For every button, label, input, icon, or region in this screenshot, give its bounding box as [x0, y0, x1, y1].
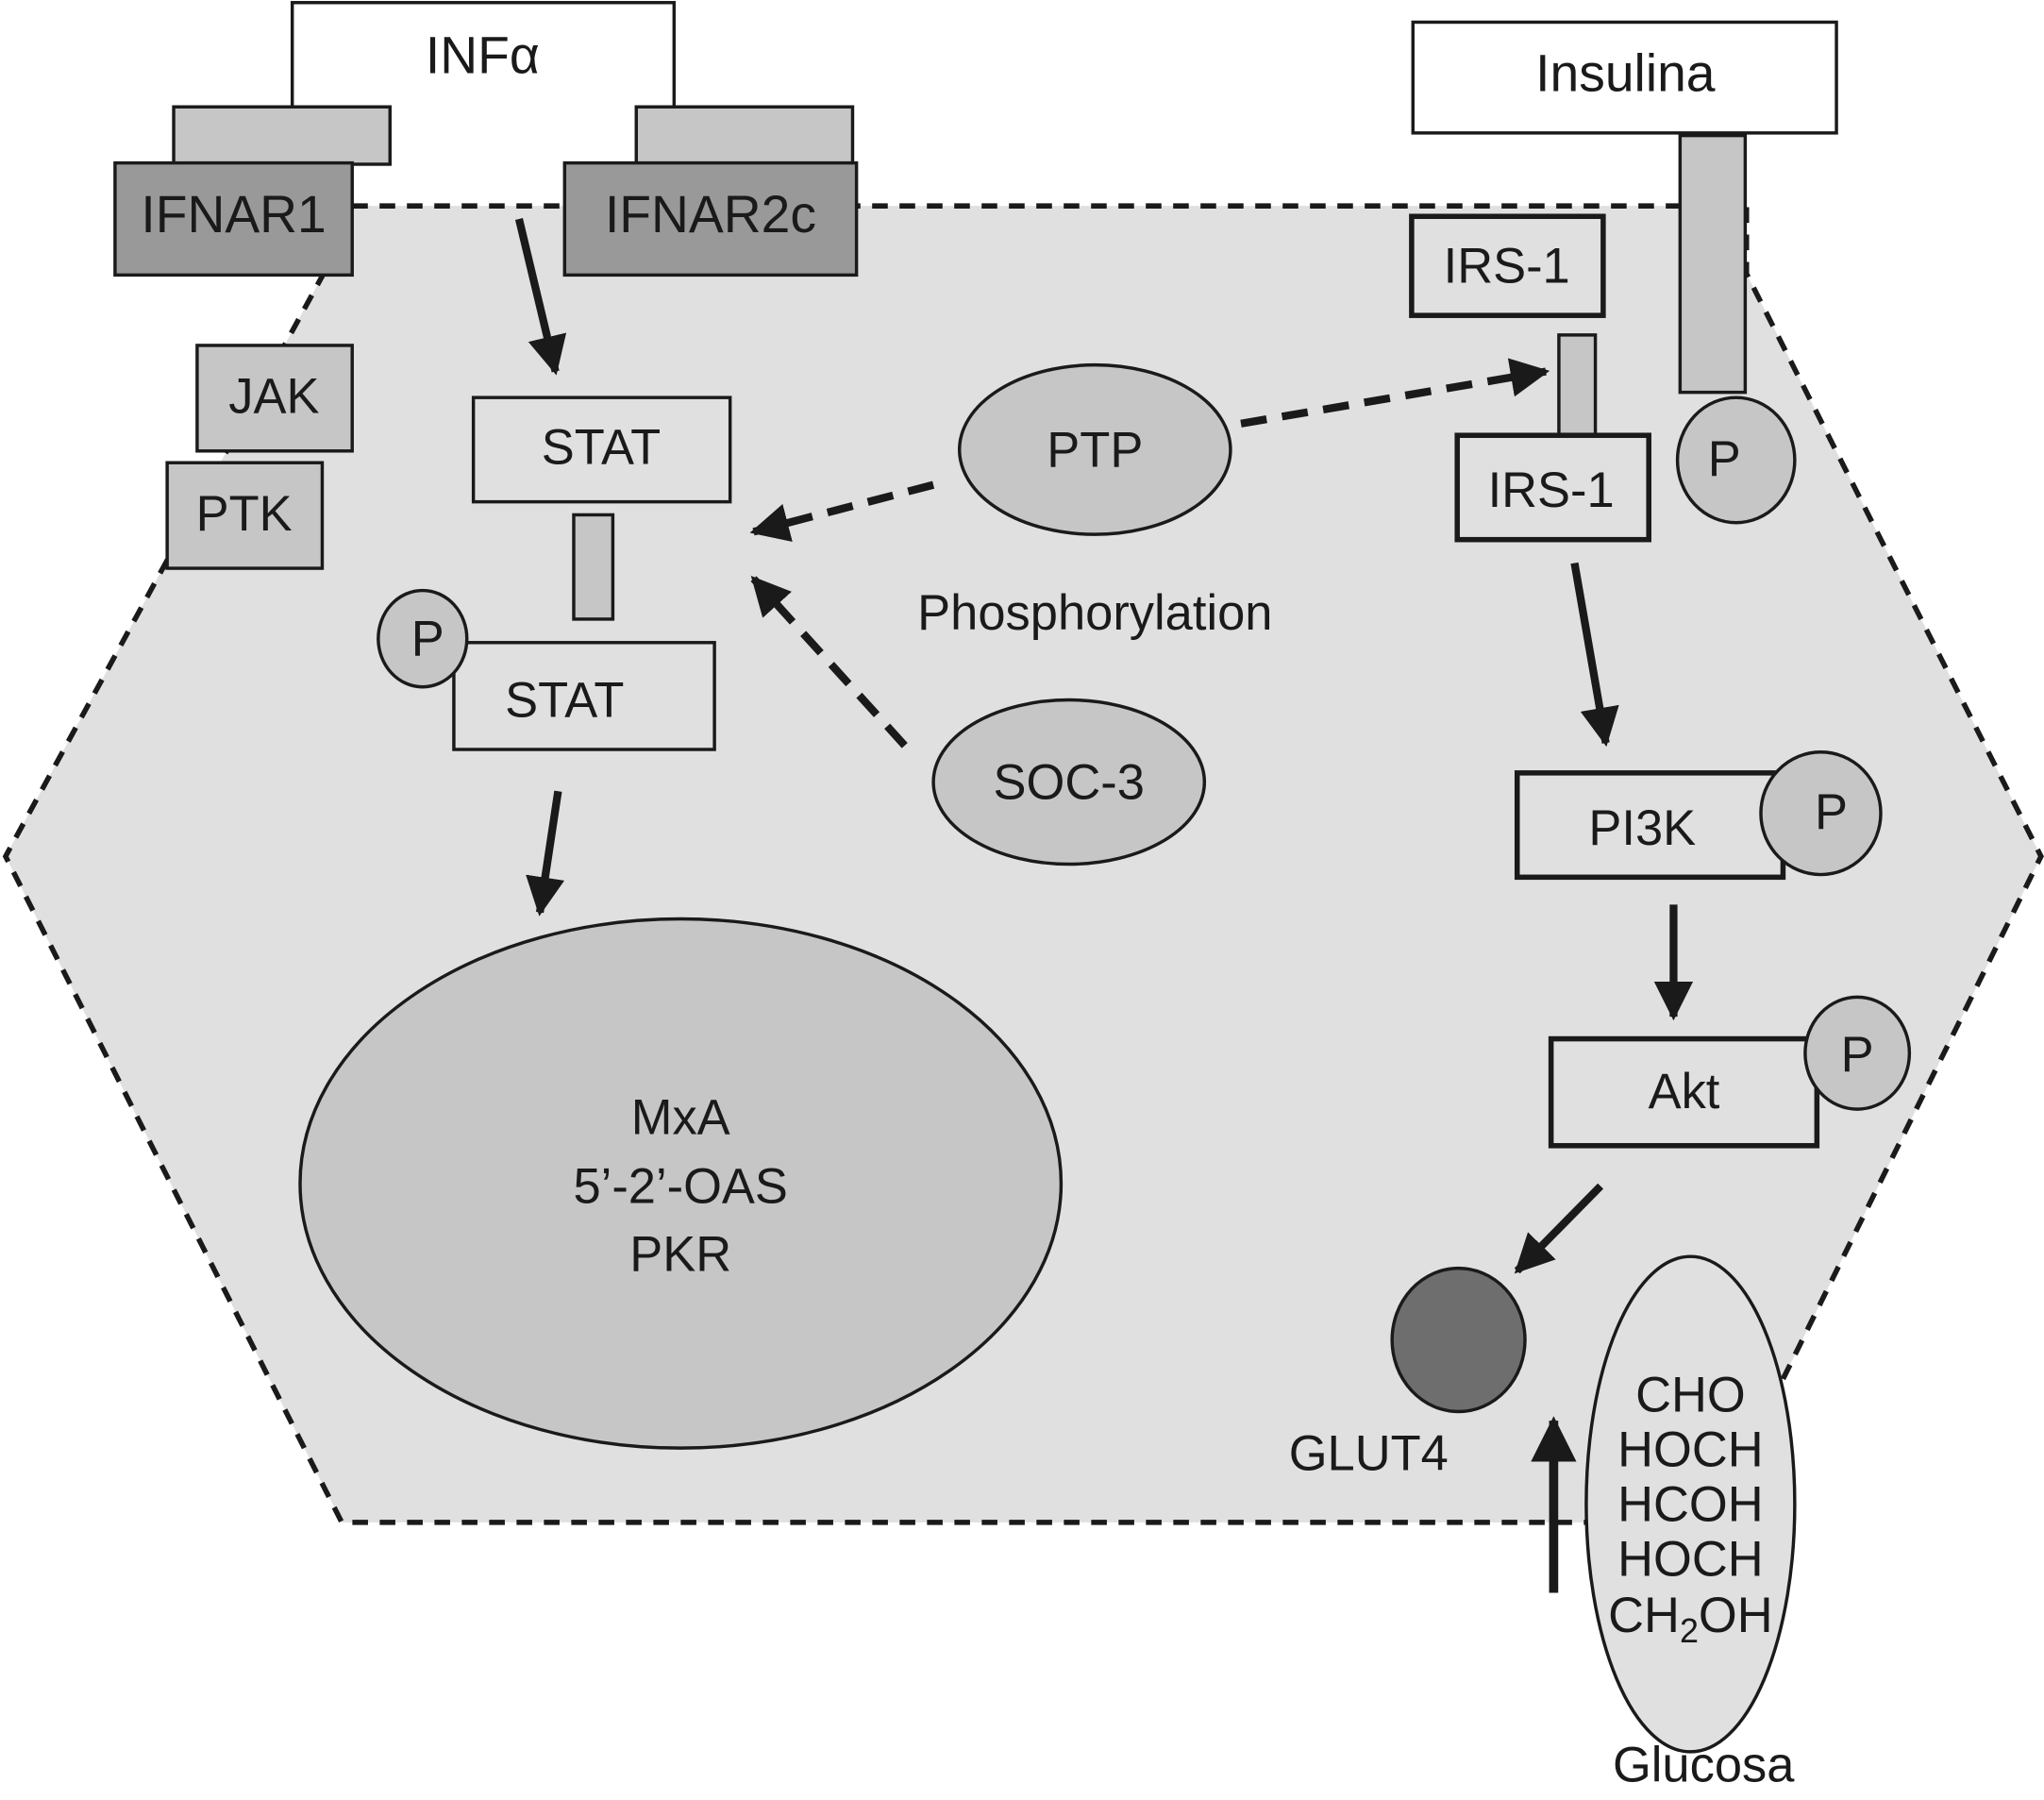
formula-line-1: CHO [1635, 1368, 1746, 1422]
formula-line-5: CH2OH [1608, 1589, 1772, 1650]
stat-upper-label: STAT [542, 421, 661, 476]
irs1-upper: IRS-1 [1409, 213, 1606, 318]
glucose-label: Glucosa [1613, 1739, 1795, 1793]
ptk-label: PTK [196, 487, 293, 542]
svg-text:P: P [411, 613, 444, 667]
insulin-ligand: Insulina [1411, 20, 1838, 135]
irs1-linker [1557, 333, 1598, 437]
insulin-receptor-phosphate: P [1675, 395, 1797, 525]
glucose-molecule: CHO HOCH HCOH HOCH CH2OH [1584, 1254, 1797, 1754]
insulin-label: Insulina [1535, 44, 1716, 103]
ifnar2c-label: IFNAR2c [605, 185, 816, 244]
pi3k-label: PI3K [1588, 801, 1696, 856]
soc3: SOC-3 [931, 698, 1207, 866]
ifnar1-receptor: IFNAR1 [113, 160, 354, 278]
ifnar1-extracellular [172, 105, 392, 166]
soc3-label: SOC-3 [994, 755, 1145, 810]
ifnar2c-extracellular [634, 105, 855, 166]
formula-line-2: HOCH [1617, 1422, 1764, 1477]
interferon-label: INFα [426, 25, 540, 84]
glut4-label: GLUT4 [1289, 1427, 1449, 1482]
glut4-transporter [1390, 1266, 1527, 1414]
irs1-upper-label: IRS-1 [1444, 240, 1570, 294]
stat-lower: STAT [452, 641, 716, 751]
svg-text:P: P [1841, 1028, 1874, 1083]
ifnar1-label: IFNAR1 [141, 185, 326, 244]
ptp-phosphatase: PTP [957, 362, 1232, 536]
pi3k-phosphate: P [1759, 750, 1883, 877]
arrow-ptp-to-stat [749, 480, 935, 543]
arrow-irs1-to-pi3k [1570, 562, 1619, 748]
arrow-akt-to-glut4 [1514, 1183, 1604, 1274]
jak-label: JAK [228, 370, 319, 425]
stat-linker [572, 513, 615, 621]
ptp-label: PTP [1047, 423, 1143, 478]
ptk-kinase: PTK [165, 461, 325, 570]
nucleus: MxA 5’-2’-OAS PKR [298, 917, 1064, 1450]
jak-kinase: JAK [195, 344, 354, 453]
formula-line-4: HOCH [1617, 1532, 1764, 1587]
irs1-lower-label: IRS-1 [1488, 463, 1615, 518]
arrow-ptp-to-irs1 [1240, 358, 1550, 428]
arrow-soc3-to-stat [750, 576, 908, 749]
insulin-receptor [1678, 133, 1748, 395]
svg-text:P: P [1708, 432, 1741, 487]
gene-pkr: PKR [629, 1227, 731, 1282]
akt: Akt [1548, 1035, 1820, 1149]
stat-lower-label: STAT [505, 673, 624, 728]
interferon-ligand: INFα [290, 1, 677, 115]
formula-line-3: HCOH [1617, 1477, 1764, 1532]
arrow-stat-to-nucleus [526, 790, 565, 917]
gene-oas: 5’-2’-OAS [573, 1160, 787, 1215]
akt-label: Akt [1649, 1065, 1720, 1119]
akt-phosphate: P [1803, 995, 1912, 1111]
ifnar2c-receptor: IFNAR2c [562, 160, 859, 278]
svg-text:P: P [1815, 785, 1848, 840]
stat-upper: STAT [471, 395, 732, 504]
pi3k: PI3K [1514, 770, 1786, 881]
stat-phosphate: P [377, 588, 469, 689]
gene-mxa: MxA [631, 1090, 730, 1145]
irs1-lower: IRS-1 [1454, 432, 1651, 543]
phosphorylation-label: Phosphorylation [917, 586, 1272, 641]
arrow-receptor-to-stat [514, 218, 567, 376]
